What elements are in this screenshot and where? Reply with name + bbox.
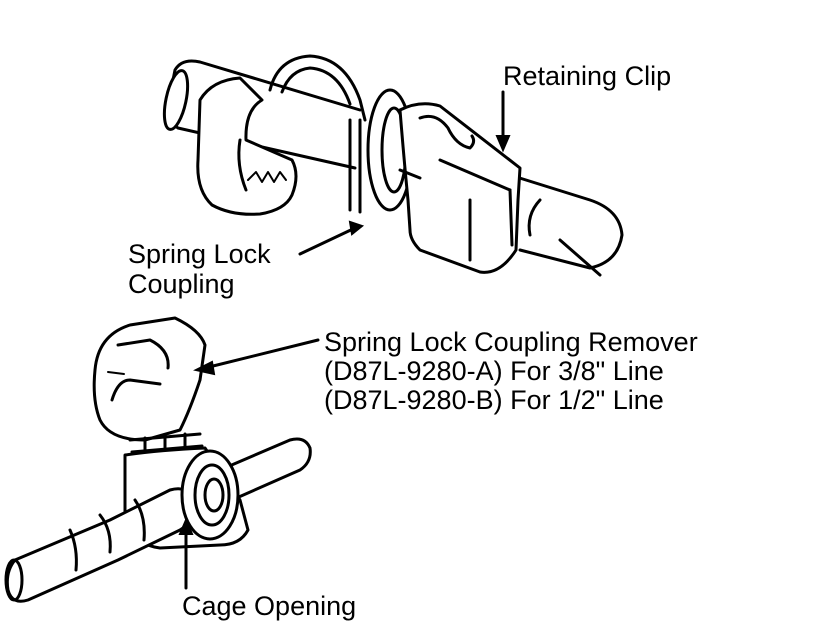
label-cage-opening: Cage Opening xyxy=(182,591,357,621)
label-spring-lock-line2: Coupling xyxy=(128,269,235,299)
label-remover-line3: (D87L-9280-B) For 1/2" Line xyxy=(324,385,664,415)
tube-assembly-top xyxy=(162,59,624,277)
label-remover-line2: (D87L-9280-A) For 3/8" Line xyxy=(324,356,664,386)
label-remover-line1: Spring Lock Coupling Remover xyxy=(324,327,698,357)
label-spring-lock-line1: Spring Lock xyxy=(128,239,271,269)
leader-retaining-clip xyxy=(495,90,511,153)
leader-remover xyxy=(193,338,320,376)
leader-spring-lock-coupling xyxy=(298,220,365,256)
label-retaining-clip: Retaining Clip xyxy=(503,61,672,91)
spring-lock-coupling-top xyxy=(196,54,522,274)
tube-assembly-bottom xyxy=(4,437,312,603)
leader-cage-opening xyxy=(178,517,194,590)
